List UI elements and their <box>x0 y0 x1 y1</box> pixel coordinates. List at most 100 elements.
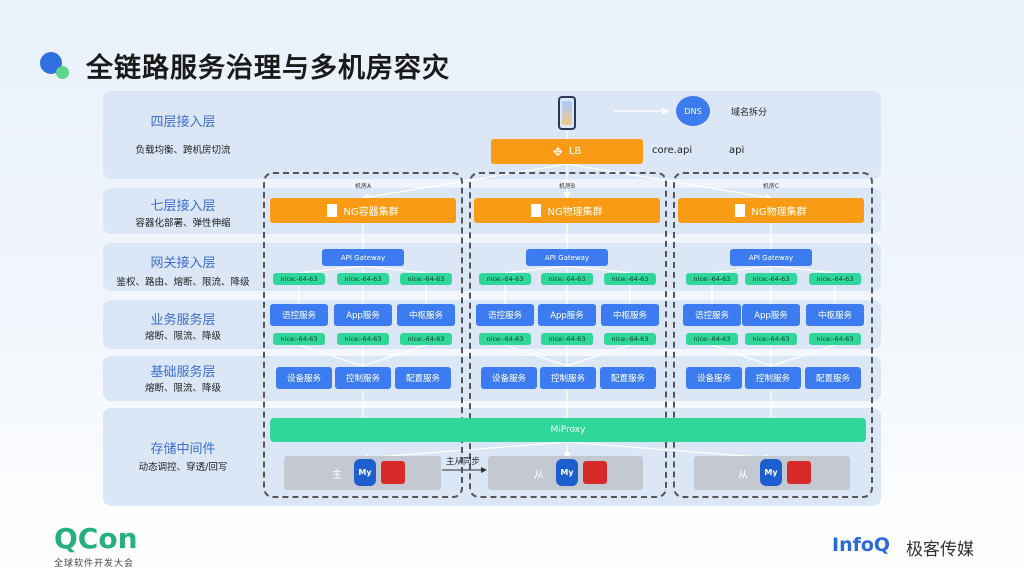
ng-cluster-c-label: NG物理集群 <box>751 207 807 218</box>
qcon-logo: QCon <box>54 522 138 555</box>
room-a-label: 机房A <box>354 183 372 190</box>
ng-cluster-c: NG物理集群 <box>678 198 864 223</box>
nice-badge: nice:-64-63 <box>541 333 593 345</box>
layer-title-l4: 四层接入层 <box>150 115 216 130</box>
layer-desc-storage: 动态调控、穿透/回写 <box>138 462 228 473</box>
mysql-icon-label: My <box>764 468 778 477</box>
service-hub-a: 中枢服务 <box>397 304 455 326</box>
storage-slave-c: 从 My <box>694 456 850 490</box>
service-hub-b: 中枢服务 <box>601 304 659 326</box>
api-label: api <box>729 145 745 156</box>
server-icon <box>327 204 338 217</box>
ng-cluster-b: NG物理集群 <box>474 198 660 223</box>
miproxy-bar: MiProxy <box>270 418 866 442</box>
base-control-c: 控制服务 <box>745 367 801 389</box>
api-gateway-a: API Gateway <box>322 249 404 266</box>
nice-badge: nice:-64-63 <box>479 273 531 285</box>
api-gateway-c: API Gateway <box>730 249 812 266</box>
room-a-boundary <box>263 172 463 498</box>
page-title: 全链路服务治理与多机房容灾 <box>86 53 450 84</box>
storage-slave-b: 从 My <box>488 456 643 490</box>
nice-badge: nice:-64-63 <box>273 273 325 285</box>
nice-badge: nice:-64-63 <box>541 273 593 285</box>
slave-label: 从 <box>738 470 748 481</box>
room-c-label: 机房C <box>762 183 780 190</box>
nice-badge: nice:-64-63 <box>745 273 797 285</box>
room-c-boundary <box>673 172 873 498</box>
nice-badge: nice:-64-63 <box>809 333 861 345</box>
layer-title-business: 业务服务层 <box>150 313 216 328</box>
api-gateway-b: API Gateway <box>526 249 608 266</box>
layer-desc-business: 熔断、限流、降级 <box>144 331 221 342</box>
redis-icon <box>583 461 607 484</box>
layer-desc-gateway: 鉴权、路由、熔断、限流、降级 <box>116 277 250 288</box>
base-control-b: 控制服务 <box>540 367 596 389</box>
base-device-b: 设备服务 <box>481 367 537 389</box>
base-config-a: 配置服务 <box>395 367 451 389</box>
base-config-c: 配置服务 <box>805 367 861 389</box>
server-icon <box>735 204 746 217</box>
nice-badge: nice:-64-63 <box>400 333 452 345</box>
lb-label: LB <box>568 146 582 157</box>
layer-band-l4 <box>103 91 881 179</box>
redis-icon <box>787 461 811 484</box>
nice-badge: nice:-64-63 <box>686 333 738 345</box>
storage-master-a: 主 My <box>284 456 441 490</box>
nice-badge: nice:-64-63 <box>686 273 738 285</box>
layer-desc-base: 熔断、限流、降级 <box>144 383 221 394</box>
infoq-logo: InfoQ <box>832 534 891 556</box>
nice-badge: nice:-64-63 <box>604 333 656 345</box>
nice-badge: nice:-64-63 <box>745 333 797 345</box>
nice-badge: nice:-64-63 <box>400 273 452 285</box>
nice-badge: nice:-64-63 <box>337 273 389 285</box>
mysql-icon-label: My <box>560 468 574 477</box>
domain-split-label: 域名拆分 <box>731 108 768 118</box>
nice-badge: nice:-64-63 <box>479 333 531 345</box>
master-label: 主 <box>332 470 342 481</box>
service-voice-a: 语控服务 <box>270 304 328 326</box>
nice-badge: nice:-64-63 <box>809 273 861 285</box>
nice-badge: nice:-64-63 <box>273 333 325 345</box>
ng-cluster-a-label: NG容器集群 <box>343 207 399 218</box>
slave-label: 从 <box>534 470 544 481</box>
layer-title-gateway: 网关接入层 <box>150 256 216 271</box>
service-voice-c: 语控服务 <box>683 304 741 326</box>
geekbang-media-logo: 极客传媒 <box>906 540 974 560</box>
room-b-label: 机房B <box>558 183 576 190</box>
layer-title-storage: 存储中间件 <box>150 442 216 457</box>
master-slave-sync-label: 主从同步 <box>446 457 481 467</box>
nice-badge: nice:-64-63 <box>337 333 389 345</box>
core-api-label: core.api <box>652 145 693 156</box>
ng-cluster-b-label: NG物理集群 <box>547 207 603 218</box>
layer-desc-l4: 负载均衡、跨机房切流 <box>135 145 231 156</box>
dns-label: DNS <box>684 106 702 116</box>
service-hub-c: 中枢服务 <box>806 304 864 326</box>
layer-title-base: 基础服务层 <box>150 365 216 380</box>
redis-icon <box>381 461 405 484</box>
mysql-icon: My <box>760 459 782 486</box>
dns-globe-icon: DNS <box>676 96 710 126</box>
base-device-c: 设备服务 <box>686 367 742 389</box>
mysql-icon: My <box>556 459 578 486</box>
service-voice-b: 语控服务 <box>476 304 534 326</box>
mysql-icon: My <box>354 459 376 486</box>
phone-icon <box>558 96 576 130</box>
room-b-boundary <box>469 172 667 498</box>
qcon-subtitle: 全球软件开发大会 <box>54 559 135 569</box>
title-decoration-dot-icon <box>56 66 69 79</box>
service-app-a: App服务 <box>334 304 392 326</box>
base-device-a: 设备服务 <box>276 367 332 389</box>
base-control-a: 控制服务 <box>335 367 391 389</box>
base-config-b: 配置服务 <box>600 367 656 389</box>
lb-node: ✥ LB <box>491 139 643 164</box>
ng-cluster-a: NG容器集群 <box>270 198 456 223</box>
nice-badge: nice:-64-63 <box>604 273 656 285</box>
mysql-icon-label: My <box>358 468 372 477</box>
service-app-c: App服务 <box>742 304 800 326</box>
layer-desc-l7: 容器化部署、弹性伸缩 <box>135 218 231 229</box>
service-app-b: App服务 <box>538 304 596 326</box>
layer-title-l7: 七层接入层 <box>150 199 216 214</box>
network-icon: ✥ <box>552 144 563 159</box>
server-icon <box>531 204 542 217</box>
